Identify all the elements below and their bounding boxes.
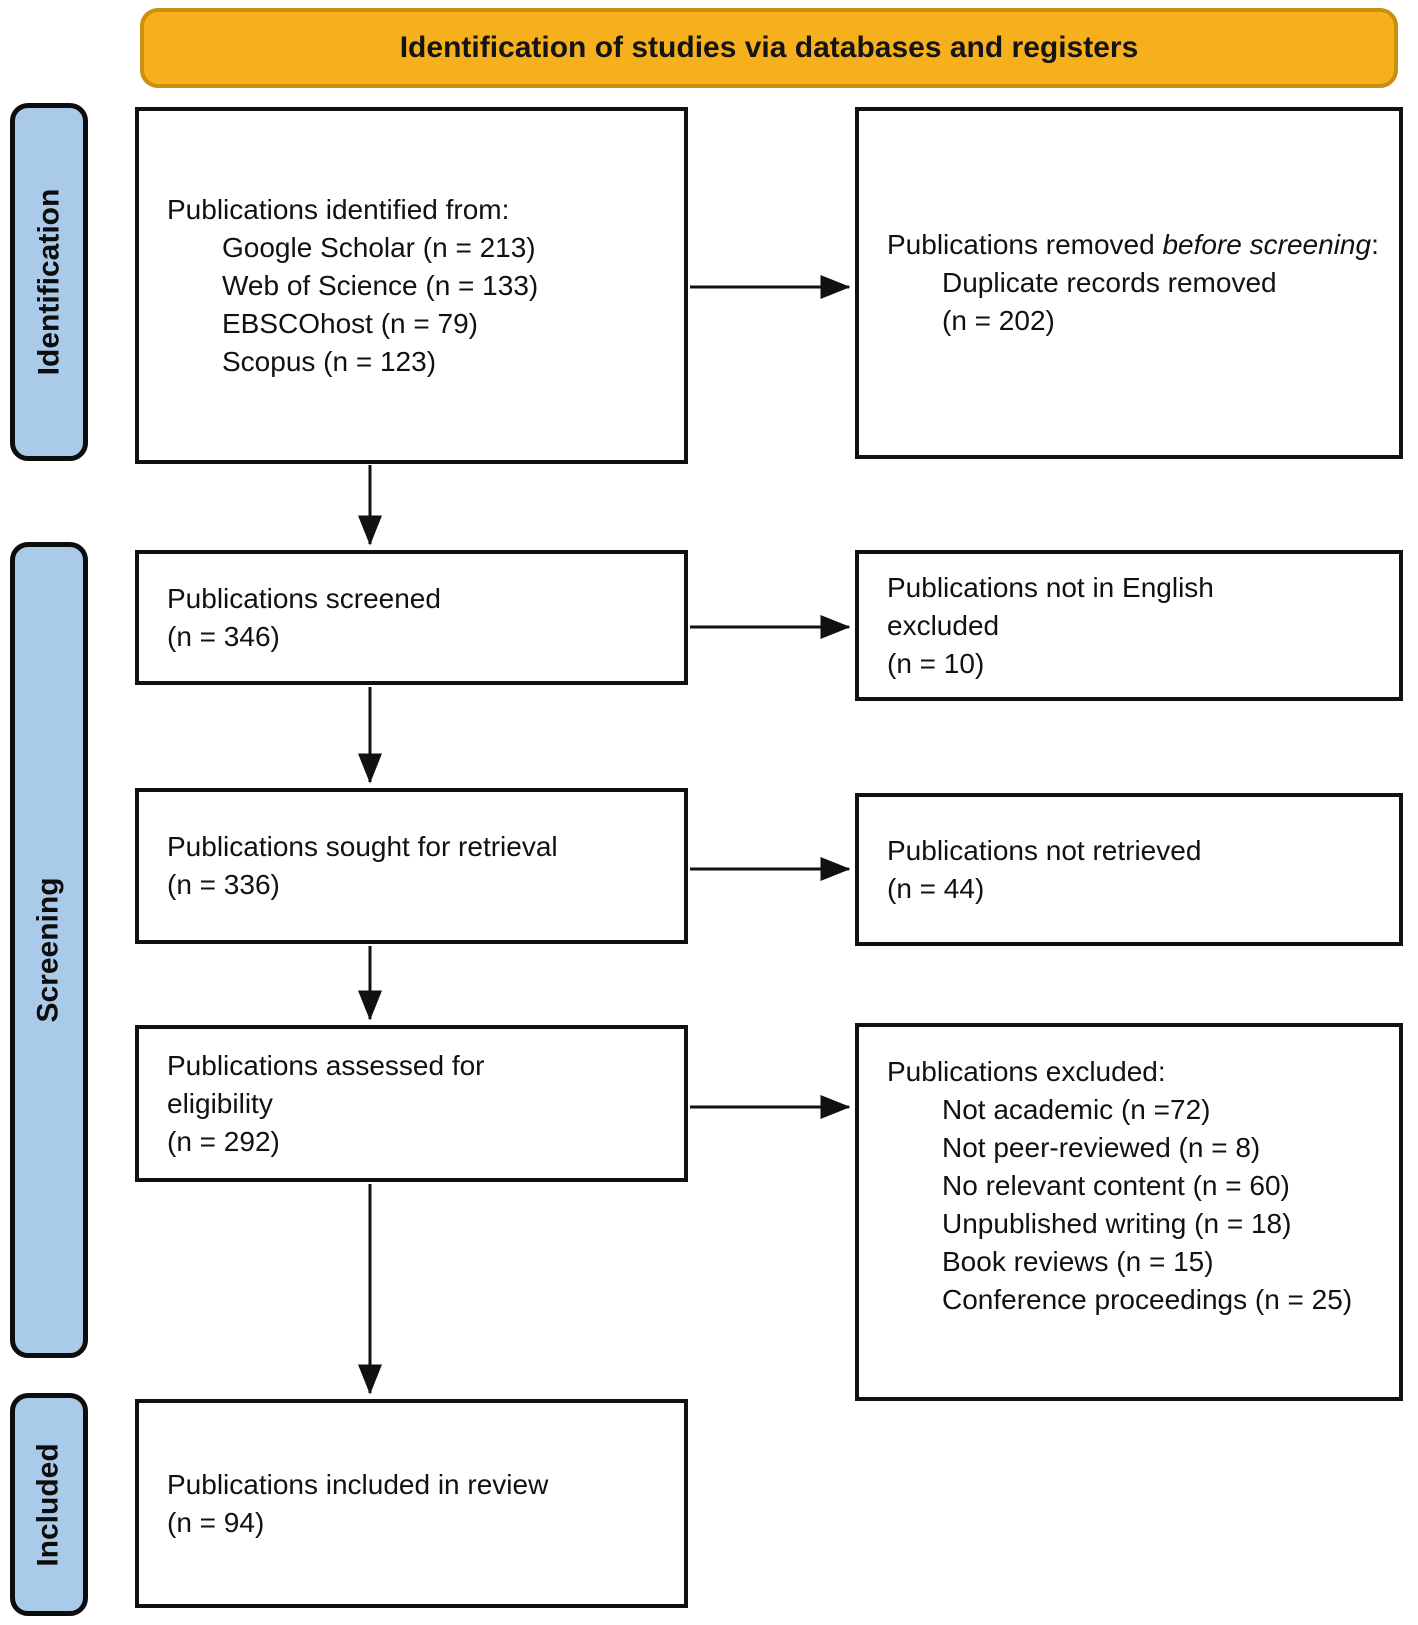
stage-label-screening: Screening bbox=[32, 877, 65, 1023]
list-item: (n = 202) bbox=[942, 305, 1055, 336]
box-text: Publications screened (n = 346) bbox=[167, 582, 441, 652]
italic-phrase: before screening bbox=[1162, 229, 1372, 260]
excluded-reasons-list: Not academic (n =72) Not peer-reviewed (n… bbox=[887, 1091, 1381, 1319]
stage-bar-identification: Identification bbox=[10, 103, 88, 461]
banner-title: Identification of studies via databases … bbox=[140, 8, 1398, 88]
list-item: No relevant content (n = 60) bbox=[942, 1170, 1290, 1201]
list-item: Unpublished writing (n = 18) bbox=[942, 1208, 1292, 1239]
box-not-retrieved: Publications not retrieved (n = 44) bbox=[855, 793, 1403, 946]
box-text: Publications sought for retrieval (n = 3… bbox=[167, 831, 558, 900]
identified-sources-list: Google Scholar (n = 213) Web of Science (… bbox=[167, 229, 666, 381]
stage-bar-screening: Screening bbox=[10, 542, 88, 1358]
list-item: Duplicate records removed bbox=[942, 267, 1277, 298]
list-item: Conference proceedings (n = 25) bbox=[942, 1284, 1353, 1315]
list-item: Not academic (n =72) bbox=[942, 1094, 1211, 1125]
box-text: Publications included in review (n = 94) bbox=[167, 1468, 549, 1538]
box-heading: Publications removed before screening: bbox=[887, 229, 1379, 260]
box-heading: Publications excluded: bbox=[887, 1056, 1166, 1087]
box-publications-identified: Publications identified from: Google Sch… bbox=[135, 107, 688, 464]
box-text: Publications assessed for eligibility (n… bbox=[167, 1049, 485, 1157]
box-publications-screened: Publications screened (n = 346) bbox=[135, 550, 688, 685]
stage-bar-included: Included bbox=[10, 1393, 88, 1616]
removed-reasons-list: Duplicate records removed (n = 202) bbox=[887, 264, 1381, 340]
list-item: Google Scholar (n = 213) bbox=[222, 231, 536, 263]
box-publications-removed: Publications removed before screening: D… bbox=[855, 107, 1403, 459]
list-item: Web of Science (n = 133) bbox=[222, 269, 539, 301]
list-item: Book reviews (n = 15) bbox=[942, 1246, 1214, 1277]
box-publications-assessed: Publications assessed for eligibility (n… bbox=[135, 1025, 688, 1182]
box-publications-included: Publications included in review (n = 94) bbox=[135, 1399, 688, 1608]
box-heading: Publications identified from: bbox=[167, 193, 510, 225]
box-not-in-english: Publications not in English excluded (n … bbox=[855, 550, 1403, 701]
stage-label-identification: Identification bbox=[32, 188, 66, 376]
box-publications-sought: Publications sought for retrieval (n = 3… bbox=[135, 788, 688, 944]
list-item: EBSCOhost (n = 79) bbox=[222, 307, 479, 339]
stage-label-included: Included bbox=[32, 1442, 65, 1567]
box-text: Publications not retrieved (n = 44) bbox=[887, 834, 1202, 904]
list-item: Scopus (n = 123) bbox=[222, 345, 437, 377]
list-item: Not peer-reviewed (n = 8) bbox=[942, 1132, 1261, 1163]
box-publications-excluded: Publications excluded: Not academic (n =… bbox=[855, 1023, 1403, 1401]
box-text: Publications not in English excluded (n … bbox=[887, 571, 1214, 679]
